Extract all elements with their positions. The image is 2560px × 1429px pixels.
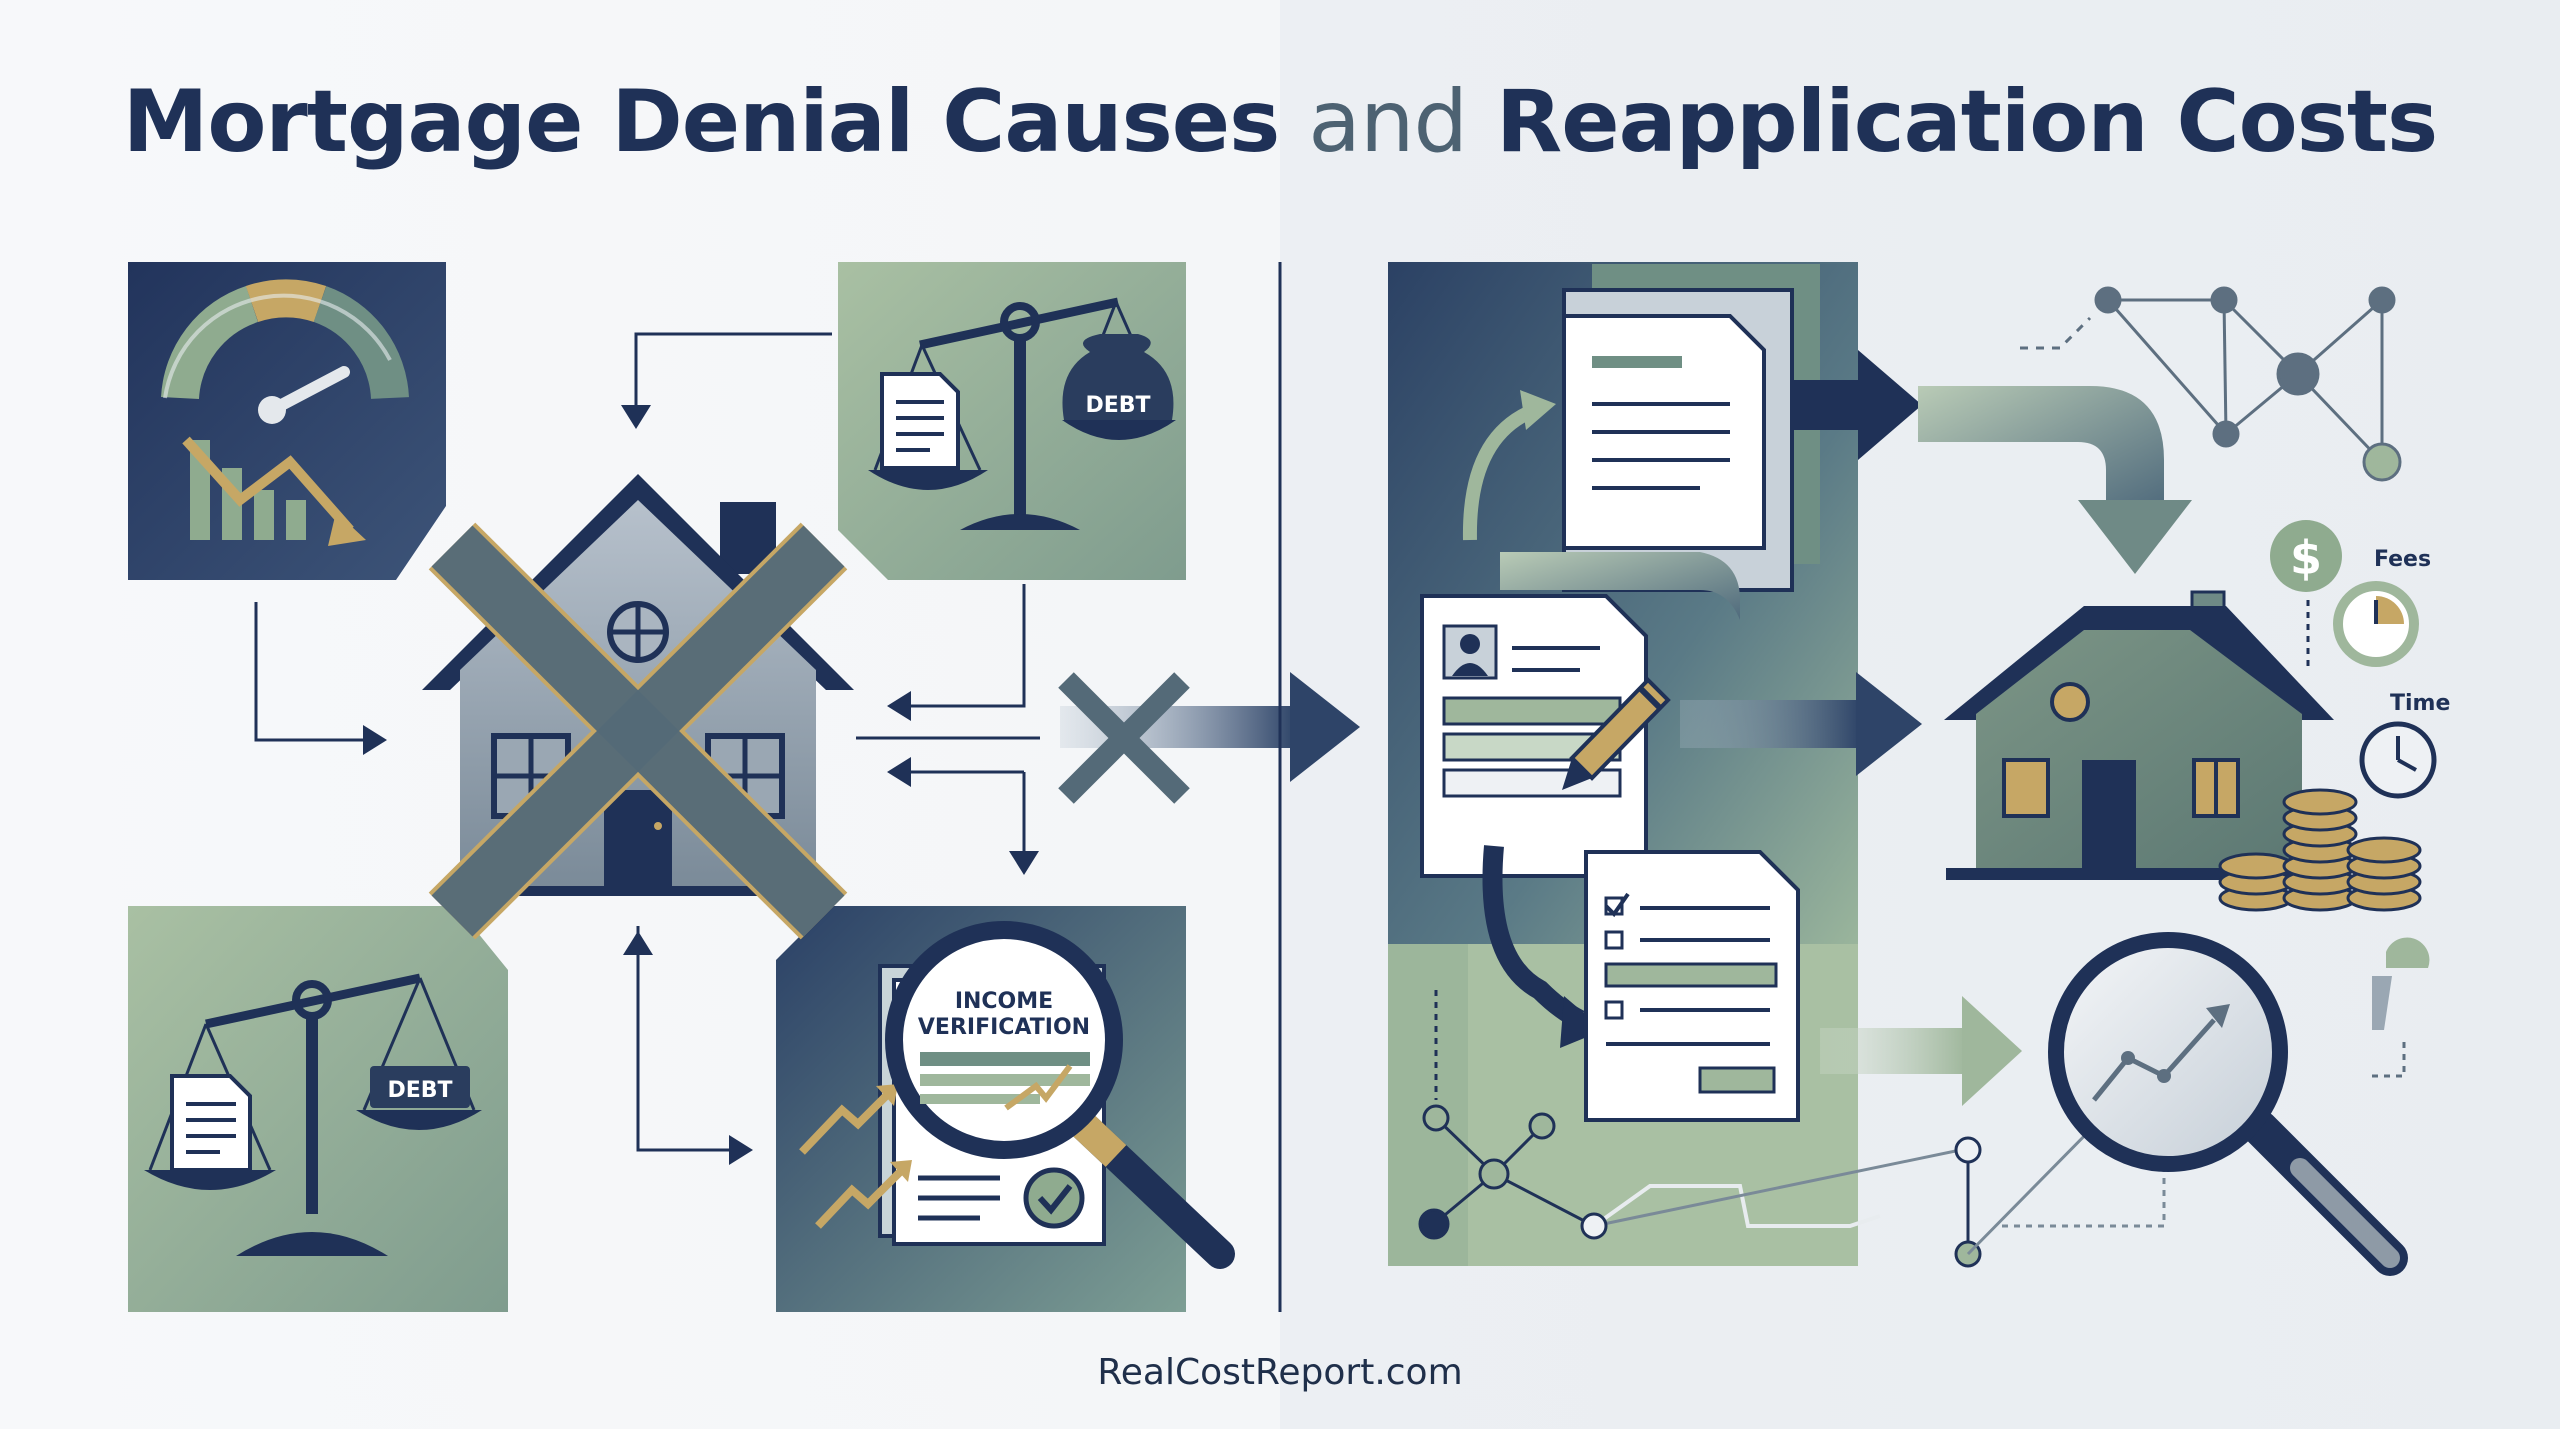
balance-scale-icon bbox=[868, 297, 1176, 530]
bending-arrow-to-house bbox=[1918, 386, 2192, 574]
big-x-icon bbox=[428, 522, 848, 940]
flow-arrows-right bbox=[1680, 350, 2022, 1106]
page-title: Mortgage Denial Causes and Reapplication… bbox=[0, 72, 2560, 172]
footer-credit: RealCostReport.com bbox=[1097, 1352, 1463, 1393]
new-house-icon bbox=[1944, 590, 2338, 880]
dollar-label: $ bbox=[2290, 531, 2322, 585]
denied-house-icon bbox=[422, 474, 854, 940]
income-label-line2: VERIFICATION bbox=[918, 1015, 1090, 1040]
debt-label-bottom: DEBT bbox=[387, 1078, 452, 1103]
application-form-icon bbox=[1420, 594, 1671, 878]
dollar-coin-icon: $ bbox=[2270, 520, 2342, 592]
document-icon bbox=[880, 372, 960, 470]
income-label-line1: INCOME bbox=[955, 989, 1053, 1014]
credit-score-tile bbox=[128, 262, 446, 580]
rejection-arrow bbox=[1058, 672, 1360, 804]
clock-icon bbox=[2359, 721, 2437, 799]
timer-icon bbox=[2333, 581, 2419, 667]
magnifier-icon: INCOME VERIFICATION bbox=[885, 921, 1235, 1269]
rising-arrows-icon bbox=[799, 1084, 912, 1229]
declining-bars-icon bbox=[182, 436, 366, 546]
debt-bag-icon: DEBT bbox=[1062, 334, 1174, 420]
title-part-2: and bbox=[1308, 72, 1468, 172]
curved-return-arrow bbox=[1462, 390, 1556, 541]
pen-icon bbox=[1562, 677, 1671, 790]
debt-sign-icon: DEBT bbox=[370, 1066, 470, 1108]
credit-gauge-icon bbox=[161, 279, 409, 424]
time-label: Time bbox=[2390, 691, 2450, 716]
scroll-curl bbox=[1500, 552, 1740, 620]
income-verification-tile: INCOME VERIFICATION bbox=[776, 906, 1235, 1312]
network-graph-bottom bbox=[1418, 990, 2166, 1268]
cost-indicators: $ Fees Time bbox=[2270, 520, 2450, 799]
debt-scale-tile-bottom: DEBT bbox=[128, 906, 508, 1312]
title-part-3: Reapplication Costs bbox=[1496, 72, 2438, 172]
pie-fragment-icon bbox=[2372, 937, 2430, 1078]
checklist-document-icon bbox=[1584, 850, 1800, 1122]
network-graph-top bbox=[2020, 286, 2402, 482]
debt-scale-tile-top: DEBT bbox=[838, 262, 1186, 580]
debt-label-top: DEBT bbox=[1085, 393, 1150, 418]
fees-label: Fees bbox=[2374, 547, 2431, 572]
connector-lines-left bbox=[254, 332, 1040, 1165]
application-documents-stack bbox=[1562, 264, 1820, 592]
analysis-magnifier-icon bbox=[2048, 932, 2408, 1276]
balance-scale-icon-bottom bbox=[144, 973, 482, 1256]
coin-stacks-icon bbox=[2218, 788, 2422, 912]
curved-down-arrow bbox=[1482, 845, 1604, 1048]
document-icon-bottom bbox=[170, 1074, 252, 1172]
title-part-1: Mortgage Denial Causes bbox=[122, 72, 1281, 172]
